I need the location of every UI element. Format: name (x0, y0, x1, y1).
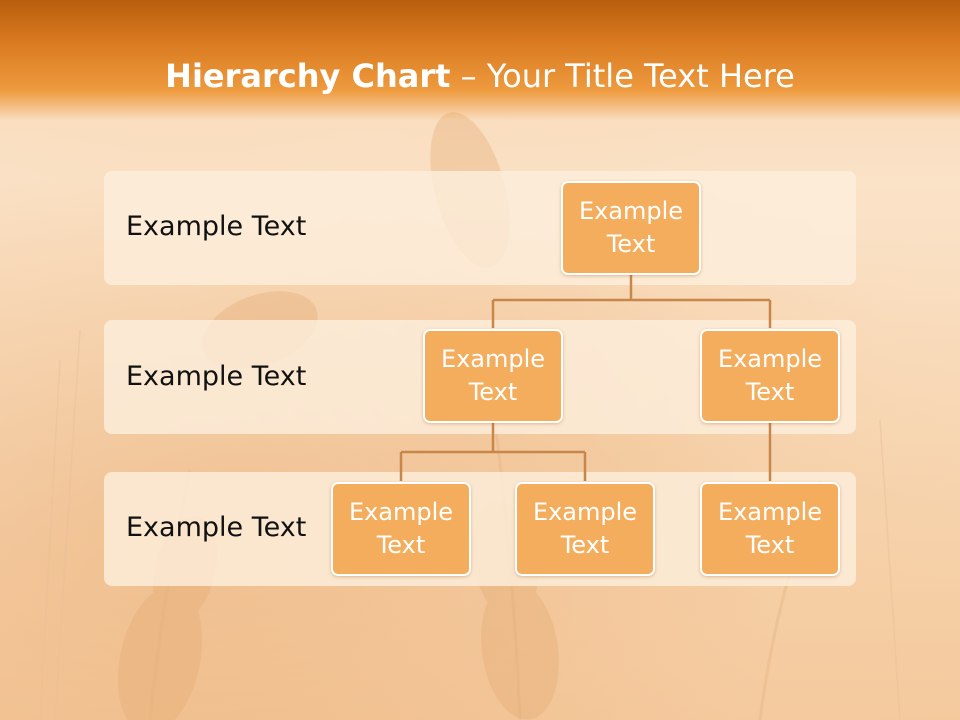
level-band-1 (104, 171, 856, 285)
level-label-3: Example Text (126, 512, 307, 543)
node-child-left-text: Example Text (440, 345, 546, 406)
page-title: Hierarchy Chart – Your Title Text Here (0, 52, 960, 100)
level-label-2: Example Text (126, 361, 307, 392)
node-grandchild-3-text: Example Text (717, 498, 823, 559)
title-bold: Hierarchy Chart (165, 57, 451, 95)
title-bar (0, 0, 960, 120)
node-child-left: Example Text (423, 329, 563, 423)
node-grandchild-3: Example Text (700, 482, 840, 576)
node-grandchild-2-text: Example Text (532, 498, 638, 559)
node-root: Example Text (561, 181, 701, 275)
node-grandchild-2: Example Text (515, 482, 655, 576)
node-root-text: Example Text (578, 197, 684, 258)
node-child-right: Example Text (700, 329, 840, 423)
node-grandchild-1: Example Text (331, 482, 471, 576)
title-rest: – Your Title Text Here (450, 57, 795, 95)
level-label-1: Example Text (126, 211, 307, 242)
node-child-right-text: Example Text (717, 345, 823, 406)
node-grandchild-1-text: Example Text (348, 498, 454, 559)
